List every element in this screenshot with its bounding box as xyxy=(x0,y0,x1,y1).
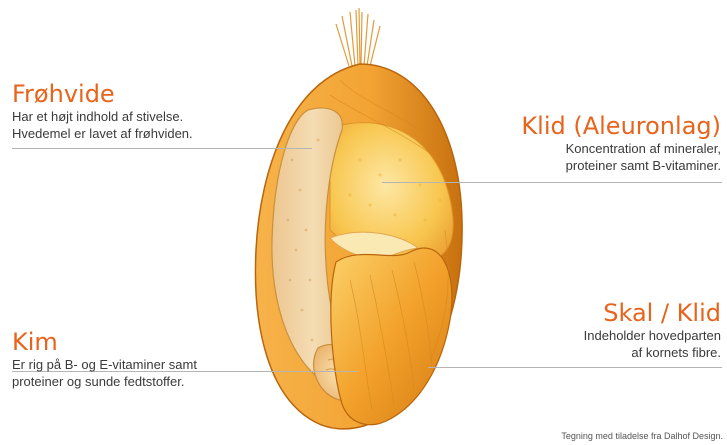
label-klid-aleuronlag-line-2: proteiner samt B-vitaminer. xyxy=(521,157,721,174)
leader-line-klid-aleuronlag xyxy=(382,182,722,183)
label-kim-title: Kim xyxy=(12,328,197,356)
label-skal-klid-line-2: af kornets fibre. xyxy=(584,344,721,361)
label-kim-line-1: Er rig på B- og E-vitaminer samt xyxy=(12,356,197,373)
leader-line-frohvide xyxy=(12,148,312,149)
label-frohvide: Frøhvide Har et højt indhold af stivelse… xyxy=(12,80,193,142)
illustration-credit: Tegning med tiladelse fra Dalhof Design. xyxy=(561,431,723,441)
label-skal-klid: Skal / Klid Indeholder hovedparten af ko… xyxy=(584,299,721,361)
label-kim-line-2: proteiner og sunde fedtstoffer. xyxy=(12,373,197,390)
label-frohvide-line-2: Hvedemel er lavet af frøhviden. xyxy=(12,125,193,142)
label-skal-klid-title: Skal / Klid xyxy=(584,299,721,327)
label-frohvide-line-1: Har et højt indhold af stivelse. xyxy=(12,108,193,125)
label-klid-aleuronlag-line-1: Koncentration af mineraler, xyxy=(521,140,721,157)
label-klid-aleuronlag: Klid (Aleuronlag) Koncentration af miner… xyxy=(521,112,721,174)
label-frohvide-title: Frøhvide xyxy=(12,80,193,108)
label-skal-klid-line-1: Indeholder hovedparten xyxy=(584,327,721,344)
brush-hairs xyxy=(336,8,380,66)
leader-line-skal-klid xyxy=(428,367,722,368)
bran-shell xyxy=(331,248,452,425)
label-kim: Kim Er rig på B- og E-vitaminer samt pro… xyxy=(12,328,197,390)
label-klid-aleuronlag-title: Klid (Aleuronlag) xyxy=(521,112,721,140)
